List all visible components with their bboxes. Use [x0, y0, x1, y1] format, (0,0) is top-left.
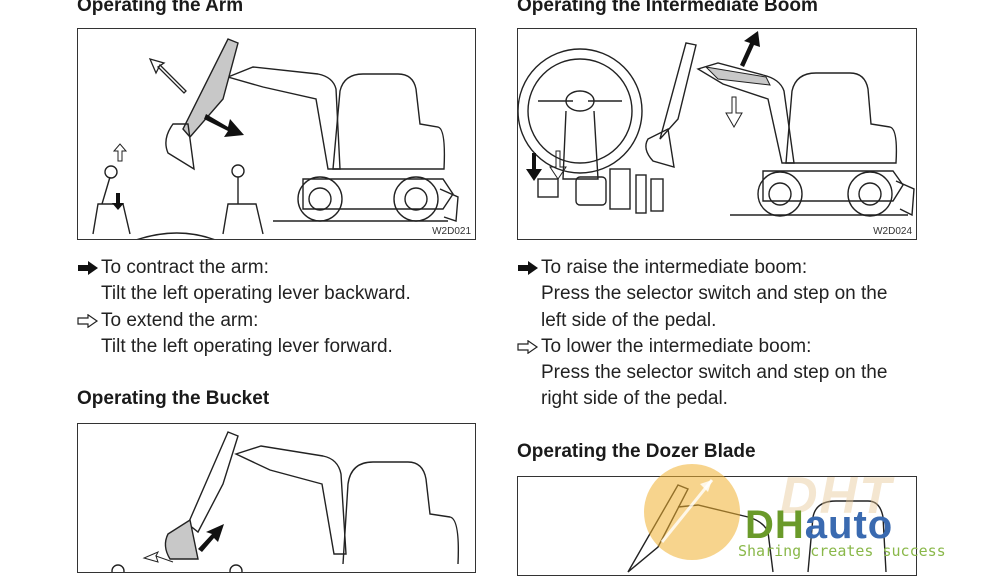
solid-right-arrow-icon: [518, 261, 538, 275]
instruction-detail: Press the selector switch and step on th…: [541, 283, 888, 305]
watermark-slogan: Sharing creates success: [738, 542, 946, 560]
instruction-raise-boom: To raise the intermediate boom:: [517, 255, 887, 281]
heading-operating-intermediate-boom: Operating the Intermediate Boom: [517, 0, 818, 16]
figure-code-intermediate-boom: W2D024: [873, 226, 912, 237]
instruction-detail: right side of the pedal.: [541, 388, 728, 410]
instruction-detail: Tilt the left operating lever backward.: [101, 283, 411, 305]
boom-excavator-illustration: [518, 31, 915, 217]
instruction-extend-arm: To extend the arm:: [77, 308, 411, 334]
watermark-big-text: DHT: [780, 467, 893, 525]
instruction-detail: left side of the pedal.: [541, 309, 717, 331]
watermark-logo-icon: [644, 464, 740, 560]
arm-excavator-illustration: [92, 38, 459, 239]
instructions-intermediate-boom: To raise the intermediate boom: Press th…: [517, 255, 887, 413]
instruction-lower-boom: To lower the intermediate boom:: [517, 334, 887, 360]
figure-intermediate-boom: W2D024: [517, 28, 917, 240]
outline-right-arrow-icon: [77, 313, 99, 328]
solid-right-arrow-icon: [78, 261, 98, 275]
figure-bucket: [77, 423, 476, 573]
figure-arm: W2D021: [77, 28, 476, 240]
outline-right-arrow-icon: [517, 339, 539, 354]
watermark-brand: DHauto: [745, 503, 894, 547]
heading-operating-bucket: Operating the Bucket: [77, 388, 270, 409]
instruction-detail: Tilt the left operating lever forward.: [101, 335, 393, 357]
heading-operating-arm: Operating the Arm: [77, 0, 244, 16]
instruction-contract-arm: To contract the arm:: [77, 255, 411, 281]
bucket-excavator-illustration: [111, 431, 460, 572]
instructions-arm: To contract the arm: Tilt the left opera…: [77, 255, 411, 360]
figure-code-arm: W2D021: [432, 226, 471, 237]
instruction-detail: Press the selector switch and step on th…: [541, 362, 888, 384]
heading-operating-dozer-blade: Operating the Dozer Blade: [517, 441, 756, 462]
